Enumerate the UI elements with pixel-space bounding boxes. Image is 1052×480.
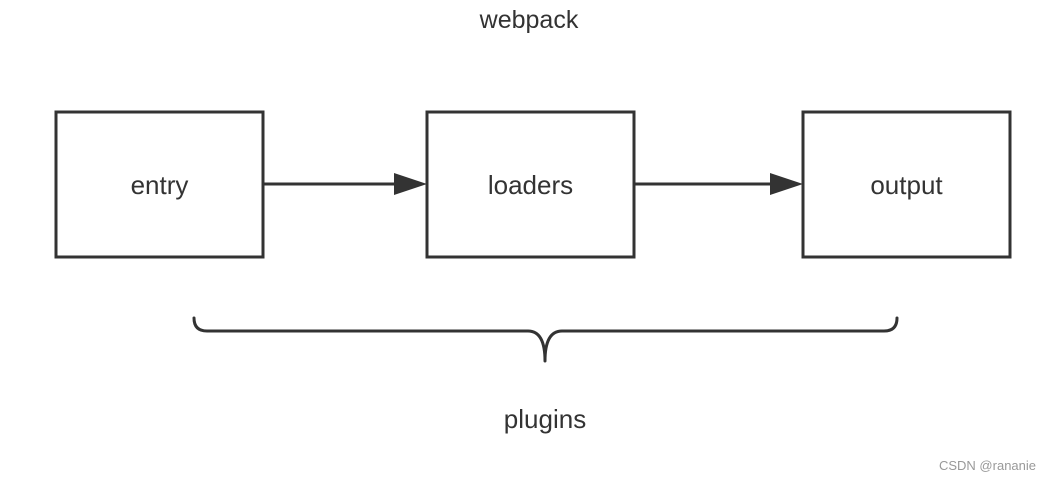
- node-output: output: [801, 110, 1012, 259]
- watermark-text: CSDN @rananie: [939, 458, 1036, 473]
- node-loaders-label: loaders: [488, 170, 573, 200]
- node-output-label: output: [870, 170, 943, 200]
- edge-entry-loaders-arrowhead: [394, 173, 427, 195]
- node-output-box: [801, 110, 1012, 259]
- plugins-brace: [192, 316, 899, 363]
- edge-loaders-output-arrowhead: [770, 173, 803, 195]
- edge-entry-loaders: [263, 173, 427, 195]
- plugins-label: plugins: [504, 404, 586, 434]
- node-entry-label: entry: [131, 170, 189, 200]
- edge-loaders-output: [634, 173, 803, 195]
- diagram-title: webpack: [479, 6, 579, 34]
- node-entry-box: [54, 110, 265, 259]
- node-entry: entry: [54, 110, 265, 259]
- node-loaders: loaders: [425, 110, 636, 259]
- node-loaders-box: [425, 110, 636, 259]
